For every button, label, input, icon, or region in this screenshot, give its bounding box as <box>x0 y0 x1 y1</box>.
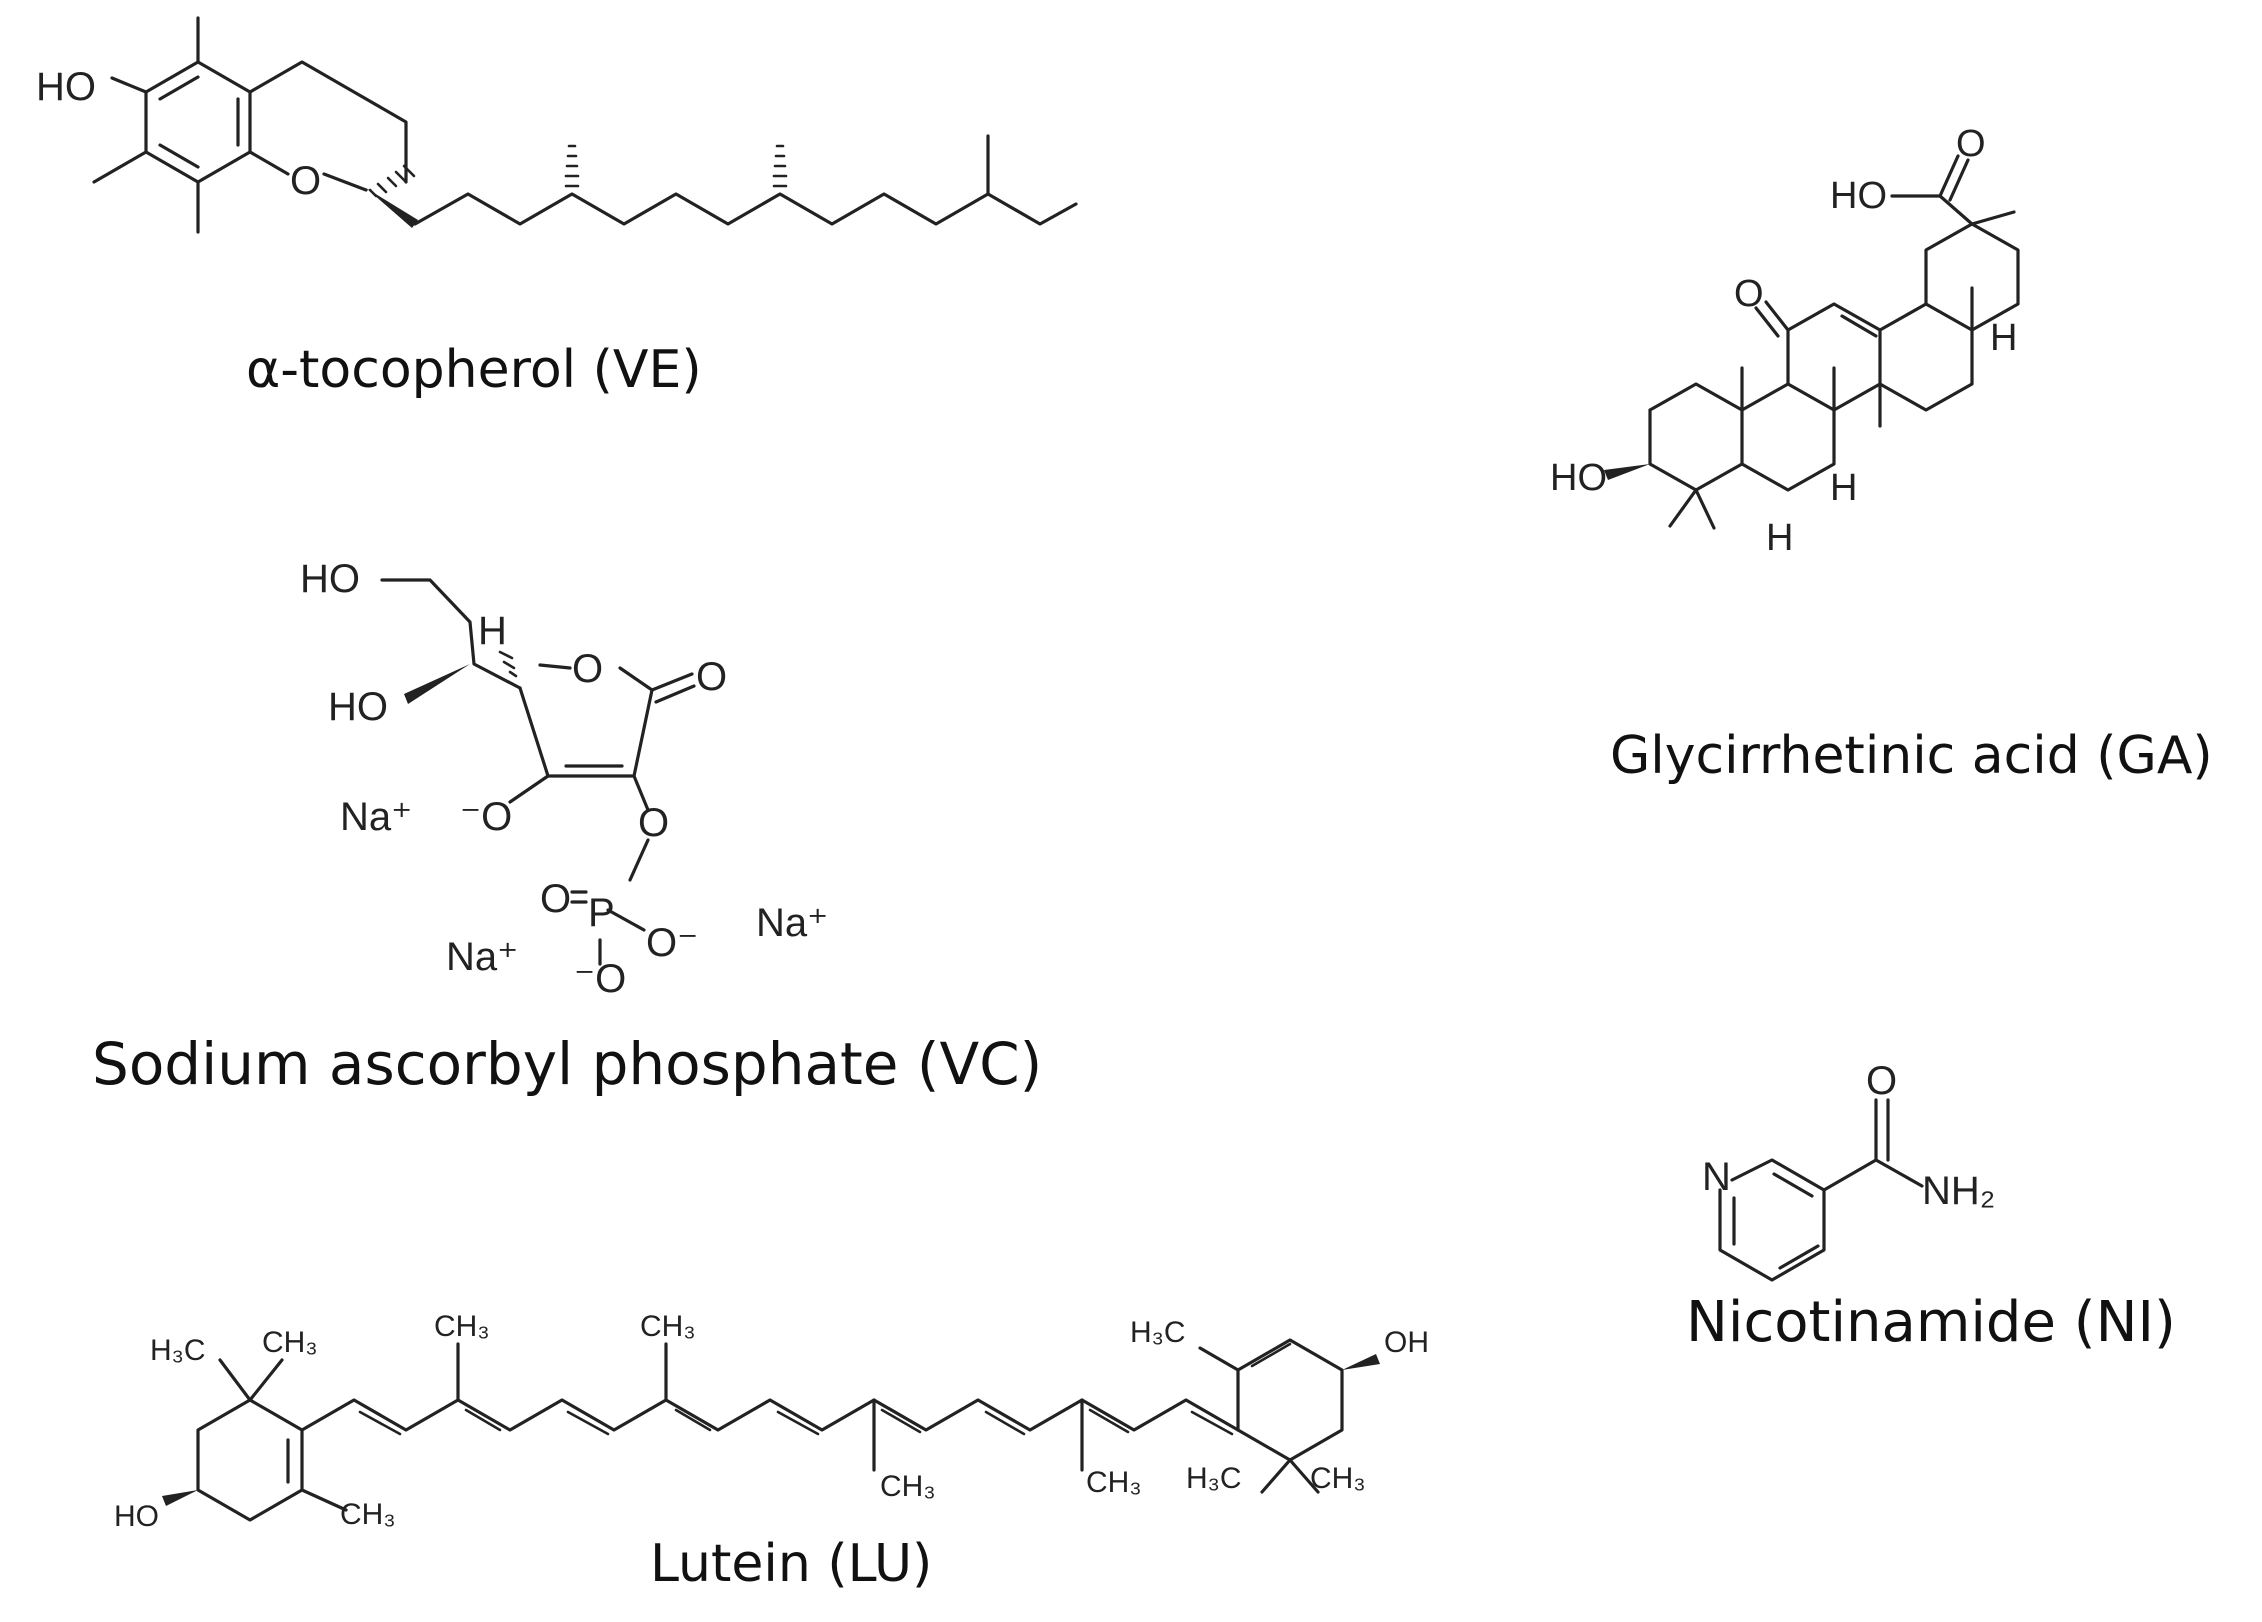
lu-ch3-4-label: CH₃ <box>340 1498 396 1531</box>
ga-h2-label: H <box>1830 467 1857 509</box>
lu-ch3-6-label: CH₃ <box>1086 1466 1142 1499</box>
ve-caption: α-tocopherol (VE) <box>246 340 702 400</box>
ga-h1-label: H <box>1990 317 2017 359</box>
molecule-lu: H₃C CH₃ CH₃ CH₃ HO CH₃ CH₃ CH₃ H₃C OH H₃… <box>0 1260 1460 1620</box>
molecule-ga: HO O O H H H HO Glycirrhetinic acid (GA) <box>1500 123 2260 810</box>
vc-ring-oxygen-label: O <box>572 647 603 691</box>
vc-p-o-label: O <box>540 877 571 921</box>
ve-ring-oxygen-label: O <box>290 159 321 203</box>
lu-oh-label: OH <box>1384 1326 1429 1359</box>
ni-oxygen-label: O <box>1866 1059 1897 1103</box>
ga-ho-acid-label: HO <box>1830 175 1887 217</box>
vc-ho-side-label: HO <box>328 685 388 729</box>
lu-ho-label: HO <box>114 1500 159 1533</box>
molecule-ni: N O NH₂ Nicotinamide (NI) <box>1660 1040 2260 1380</box>
vc-o-minus1-label: ⁻O <box>460 795 512 839</box>
vc-na3-label: Na⁺ <box>446 935 518 979</box>
vc-na1-label: Na⁺ <box>340 795 412 839</box>
lu-ch3-2-label: CH₃ <box>434 1310 490 1343</box>
ga-caption: Glycirrhetinic acid (GA) <box>1610 726 2213 786</box>
lu-caption: Lutein (LU) <box>650 1534 933 1594</box>
lu-ch3-3-label: CH₃ <box>640 1310 696 1343</box>
vc-structure: HO HO H O O Na⁺ ⁻O O O P O⁻ Na⁺ Na⁺ ⁻O <box>300 557 828 1001</box>
ve-structure: HO O <box>36 16 1078 234</box>
ga-ho-label: HO <box>1550 457 1607 499</box>
ga-structure: HO O O H H H HO <box>1550 123 2020 559</box>
ve-hydroxyl-label: HO <box>36 65 96 109</box>
vc-na2-label: Na⁺ <box>756 901 828 945</box>
molecule-ve: HO O α-tocopherol (VE) <box>0 0 1120 420</box>
vc-caption: Sodium ascorbyl phosphate (VC) <box>92 1030 1043 1098</box>
lu-ch3-1-label: CH₃ <box>262 1326 318 1359</box>
lu-ch3-5-label: CH₃ <box>880 1470 936 1503</box>
molecule-vc: HO HO H O O Na⁺ ⁻O O O P O⁻ Na⁺ Na⁺ ⁻O S… <box>0 540 1160 1100</box>
ni-nh2-label: NH₂ <box>1922 1169 1995 1213</box>
vc-o-link-label: O <box>638 801 669 845</box>
lu-structure: H₃C CH₃ CH₃ CH₃ HO CH₃ CH₃ CH₃ H₃C OH H₃… <box>114 1310 1429 1533</box>
ga-h3-label: H <box>1766 517 1793 559</box>
vc-h-label: H <box>478 609 507 653</box>
vc-p-label: P <box>588 891 615 935</box>
lu-ch3-7-label: CH₃ <box>1310 1462 1366 1495</box>
ga-acid-oxygen-label: O <box>1956 123 1986 165</box>
ga-keto-oxygen-label: O <box>1734 273 1764 315</box>
lu-h3c3-label: H₃C <box>1186 1462 1242 1495</box>
vc-ho-top-label: HO <box>300 557 360 601</box>
lu-h3c1-label: H₃C <box>150 1334 206 1367</box>
vc-carbonyl-oxygen-label: O <box>696 655 727 699</box>
vc-o-minus3-label: ⁻O <box>574 957 626 1001</box>
lu-h3c2-label: H₃C <box>1130 1316 1186 1349</box>
ni-nitrogen-label: N <box>1702 1155 1731 1199</box>
ni-caption: Nicotinamide (NI) <box>1686 1290 2176 1355</box>
ni-structure: N O NH₂ <box>1702 1059 1995 1282</box>
vc-o-minus2-label: O⁻ <box>646 921 698 965</box>
